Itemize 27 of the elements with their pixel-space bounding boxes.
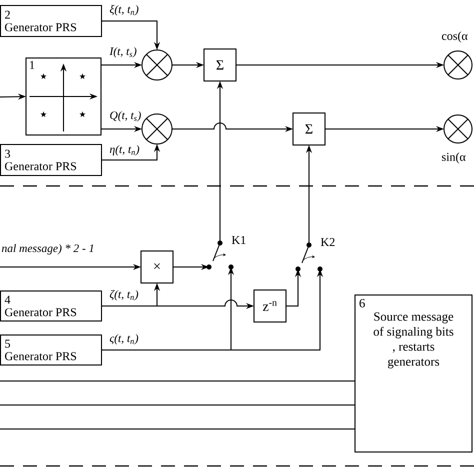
signal-label: K2 xyxy=(320,238,334,246)
edge-label: ξ(t, t$_{n}$) xyxy=(110,5,138,16)
constellation-box: 1 xyxy=(26,58,102,136)
generator-box: 3 Generator PRS xyxy=(0,144,102,176)
operator-box: Σ xyxy=(292,112,326,146)
multiplier-symbol xyxy=(142,114,172,144)
edge-label: η(t, t$_{n}$) xyxy=(110,145,140,156)
signal-label: K1 xyxy=(232,236,246,244)
generator-box: 5 Generator PRS xyxy=(0,334,102,366)
signal-label: sin(α xyxy=(442,152,466,164)
switch-symbol xyxy=(296,242,322,272)
multiplier-symbol xyxy=(142,50,172,80)
operator-box: z$^{-n}$ xyxy=(254,290,286,322)
generator-box: 2 Generator PRS xyxy=(0,5,102,37)
source-box: 6 Source message of signaling bits , restarts generators xyxy=(354,294,472,452)
switch-symbol xyxy=(206,240,234,270)
signal-label: cos(α xyxy=(442,32,468,42)
multiplier-symbol xyxy=(444,114,472,144)
operator-box: Σ xyxy=(204,48,236,82)
operator-box: × xyxy=(140,250,174,284)
multiplier-symbol xyxy=(444,50,472,80)
edge-label: ζ(t, t$_{n}$) xyxy=(110,290,138,300)
edge-label: Q(t, t$_{s}$) xyxy=(110,111,141,122)
generator-box: 4 Generator PRS xyxy=(0,290,102,322)
edge-label: I(t, t$_{s}$) xyxy=(109,47,136,58)
edge-label: nal message) * 2 - 1 xyxy=(2,244,94,254)
edge-label: ς(t, t$_{n}$) xyxy=(110,334,138,344)
